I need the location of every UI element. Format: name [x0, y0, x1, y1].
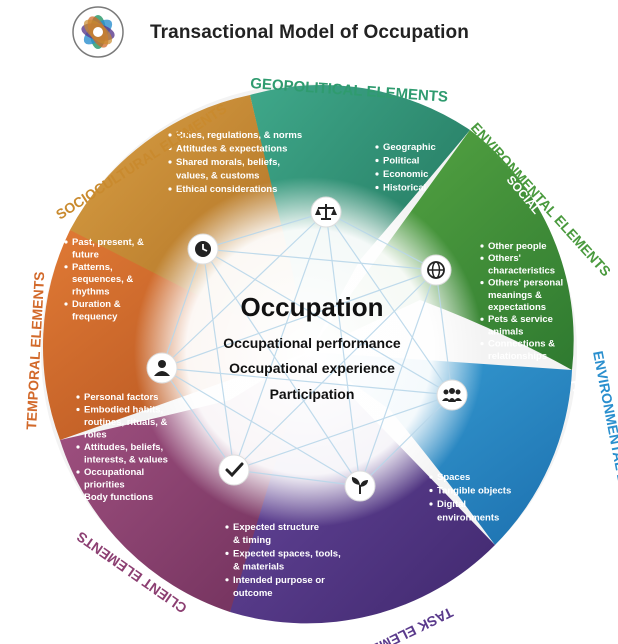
bullet-text-client: Body functions — [84, 492, 153, 503]
bullet-text-environmental-physical: Tangible objects — [437, 486, 511, 497]
center-title: Occupation — [240, 292, 383, 322]
bullet-text-environmental-social: Connections & — [488, 339, 555, 350]
bullet-lists: GeographicPoliticalEconomicHistoricalOth… — [64, 130, 563, 599]
bullet-text-temporal: Past, present, & — [72, 237, 144, 248]
bullet-text-environmental-social: Others' personal — [488, 278, 563, 289]
bullet-text-temporal: sequences, & — [72, 274, 133, 285]
center-area — [134, 177, 484, 527]
bullet-text-temporal: rhythms — [72, 287, 109, 298]
center-line-2: Occupational experience — [229, 360, 395, 376]
bullet-text-environmental-social: meanings & — [488, 290, 542, 301]
bullet-text-client: Attitudes, beliefs, — [84, 442, 163, 453]
person-icon — [146, 352, 178, 384]
bullet-text-sociocultural: Shared morals, beliefs, — [176, 157, 280, 168]
bullet-dot — [76, 395, 80, 399]
bullet-dot — [168, 133, 172, 137]
bullet-text-task: Intended purpose or — [233, 575, 325, 586]
bullet-text-geopolitical: Geographic — [383, 142, 436, 153]
bullet-text-geopolitical: Historical — [383, 183, 426, 194]
bullet-text-environmental-social: Pets & service — [488, 314, 553, 325]
center-line-3: Participation — [270, 386, 355, 402]
header: Transactional Model of Occupation — [0, 0, 618, 60]
label-environmental-physical: ENVIRONMENTAL ELEMENTS — [590, 350, 618, 550]
center-text: Occupation Occupational performance Occu… — [223, 292, 401, 402]
bullet-dot — [225, 578, 229, 582]
bullet-text-client: Personal factors — [84, 392, 158, 403]
bullet-text-client: interests, & values — [84, 455, 168, 466]
bullet-dot — [76, 407, 80, 412]
bullet-dot — [429, 502, 433, 506]
scale-icon — [310, 196, 342, 228]
bullet-dot — [429, 475, 433, 479]
bullet-dot — [225, 525, 229, 529]
bullet-dot — [375, 185, 379, 190]
bullet-text-task: & materials — [233, 562, 284, 573]
bullet-dot — [480, 342, 484, 346]
globe-icon — [420, 254, 452, 286]
bullet-text-temporal: frequency — [72, 311, 118, 322]
bullet-text-environmental-social: expectations — [488, 302, 546, 313]
bullet-text-task: outcome — [233, 588, 273, 599]
bullet-dot — [480, 256, 484, 260]
plant-icon — [344, 470, 376, 502]
check-icon — [218, 454, 250, 486]
bullet-text-task: Expected spaces, tools, — [233, 548, 341, 559]
center-line-1: Occupational performance — [223, 335, 401, 351]
sublabel-physical: PHYSICAL — [568, 379, 594, 441]
bullet-dot — [480, 317, 484, 321]
bullet-text-task: & timing — [233, 535, 271, 546]
bullet-text-geopolitical: Economic — [383, 169, 428, 180]
bullet-text-environmental-social: relationships — [488, 351, 547, 362]
bullet-text-task: Expected structure — [233, 522, 319, 533]
bullet-text-client: routines, rituals, & — [84, 417, 168, 428]
bullet-text-geopolitical: Political — [383, 156, 419, 167]
page-title: Transactional Model of Occupation — [150, 22, 469, 43]
connection-network — [161, 211, 453, 487]
bullet-text-client: Embodied habits, — [84, 405, 163, 416]
bullet-dot — [375, 172, 379, 176]
people-icon — [436, 379, 468, 411]
bullet-text-client: roles — [84, 430, 107, 441]
bullet-dot — [64, 302, 68, 306]
bullet-text-sociocultural: Ethical considerations — [176, 184, 277, 195]
bullet-text-environmental-social: animals — [488, 326, 523, 337]
bullet-dot — [225, 551, 229, 556]
bullet-text-sociocultural: Rules, regulations, & norms — [176, 130, 302, 141]
bullet-text-environmental-physical: Spaces — [437, 472, 470, 483]
bullet-text-environmental-physical: Digital — [437, 499, 466, 510]
bullet-text-environmental-social: Other people — [488, 241, 547, 252]
bullet-dot — [76, 470, 80, 474]
bullet-dot — [64, 265, 68, 269]
bullet-dot — [168, 160, 172, 164]
bullet-text-environmental-physical: environments — [437, 513, 499, 524]
clock-icon — [187, 233, 219, 265]
bullet-dot — [168, 146, 172, 151]
bullet-text-sociocultural: Attitudes & expectations — [176, 144, 287, 155]
bullet-dot — [375, 145, 379, 149]
logo-icon — [72, 6, 124, 58]
bullet-text-temporal: Patterns, — [72, 262, 113, 273]
bullet-dot — [76, 495, 80, 499]
bullet-text-temporal: future — [72, 249, 99, 260]
bullet-text-client: priorities — [84, 480, 125, 491]
bullet-dot — [375, 158, 379, 163]
bullet-text-client: Occupational — [84, 467, 144, 478]
bullet-text-environmental-social: Others' — [488, 253, 521, 264]
bullet-dot — [480, 281, 484, 285]
bullet-dot — [76, 445, 80, 449]
bullet-dot — [480, 244, 484, 248]
bullet-dot — [429, 488, 433, 493]
bullet-text-sociocultural: values, & customs — [176, 171, 259, 182]
icon-nodes — [146, 196, 468, 502]
bullet-dot — [168, 187, 172, 191]
bullet-text-temporal: Duration & — [72, 299, 121, 310]
bullet-text-environmental-social: characteristics — [488, 265, 555, 276]
bullet-dot — [64, 240, 68, 244]
